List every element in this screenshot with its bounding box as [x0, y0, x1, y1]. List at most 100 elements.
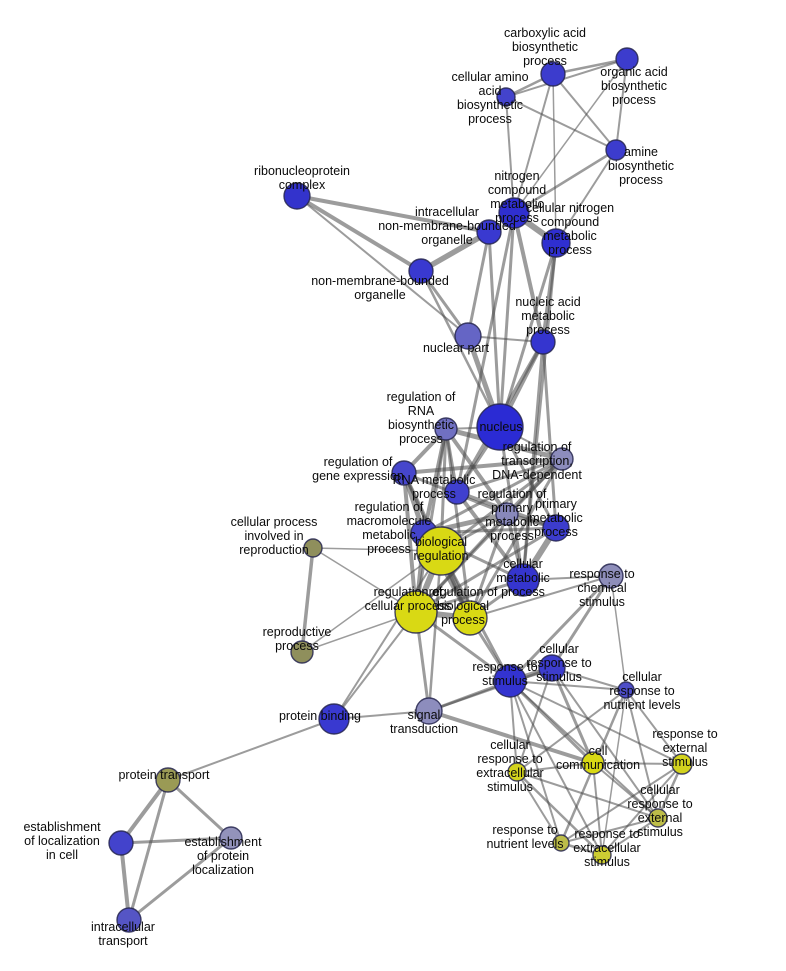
node-cellular-metabolic[interactable]: [506, 563, 540, 597]
node-establishment-localization-cell[interactable]: [108, 830, 134, 856]
edge-reg-gene-expression--reg-cellular-process: [402, 471, 418, 614]
edge-biological-regulation--reproductive-process: [301, 550, 442, 653]
node-response-chemical[interactable]: [598, 563, 624, 589]
node-response-external[interactable]: [671, 753, 693, 775]
node-response-stimulus[interactable]: [493, 664, 527, 698]
node-layer: [108, 47, 693, 933]
edge-protein-transport--establishment-localization-cell: [119, 778, 170, 845]
edge-cellular-response-nutrient--cellular-response-extracellular: [516, 689, 627, 773]
label-nucleus: nucleus: [479, 420, 522, 434]
edge-rna-metabolic--cellular-metabolic: [455, 490, 525, 582]
node-nucleus[interactable]: [476, 403, 524, 451]
edge-response-stimulus--response-external: [509, 680, 683, 765]
edge-establishment-localization-cell--establishment-protein-localization: [119, 836, 233, 845]
node-reproductive-process[interactable]: [290, 640, 314, 664]
node-nitrogen-compound[interactable]: [498, 197, 530, 229]
node-reg-cellular-process[interactable]: [394, 590, 438, 634]
node-carboxylic-acid[interactable]: [540, 61, 566, 87]
edge-nitrogen-compound--rna-metabolic: [455, 211, 516, 494]
node-cellular-response-nutrient[interactable]: [617, 681, 635, 699]
node-primary-metabolic[interactable]: [542, 514, 570, 542]
node-organic-acid[interactable]: [615, 47, 639, 71]
edge-response-external--response-extracellular: [601, 763, 683, 856]
node-reg-rna-biosynthetic[interactable]: [434, 417, 458, 441]
node-biological-regulation[interactable]: [416, 526, 466, 576]
node-cellular-response-extracellular[interactable]: [507, 762, 527, 782]
edge-reg-cellular-process--protein-binding: [333, 611, 417, 720]
edge-cellular-response-extracellular--response-extracellular: [515, 770, 604, 857]
node-nuclear-part[interactable]: [454, 322, 482, 350]
node-cellular-process-reproduction[interactable]: [303, 538, 323, 558]
node-rna-metabolic[interactable]: [444, 479, 470, 505]
edge-cellular-response-stimulus--cellular-response-extracellular: [516, 667, 553, 773]
node-nucleic-acid[interactable]: [530, 329, 556, 355]
edge-cell-communication--signal-transduction: [427, 709, 595, 765]
node-response-nutrient[interactable]: [552, 834, 570, 852]
edge-nmbo--nucleus: [419, 269, 502, 429]
node-reg-primary-metabolic[interactable]: [495, 502, 519, 526]
edge-organic-acid--cellular-amino-acid: [505, 58, 628, 98]
node-cellular-nitrogen[interactable]: [541, 228, 571, 258]
node-reg-transcription[interactable]: [550, 447, 574, 471]
node-signal-transduction[interactable]: [415, 697, 443, 725]
node-cellular-response-stimulus[interactable]: [538, 654, 566, 682]
edge-cellular-response-extracellular--cellular-response-external: [516, 771, 659, 819]
edge-carboxylic-acid--nitrogen-compound: [513, 73, 554, 214]
node-reg-biological-process[interactable]: [452, 600, 488, 636]
edge-cellular-amino-acid--amine: [505, 96, 617, 151]
node-cellular-amino-acid[interactable]: [496, 87, 516, 107]
node-amine[interactable]: [605, 139, 627, 161]
node-response-extracellular[interactable]: [592, 845, 612, 865]
node-intracellular-nmbo[interactable]: [476, 219, 502, 245]
edge-primary-metabolic--reg-cellular-process: [414, 526, 558, 614]
node-protein-transport[interactable]: [155, 767, 181, 793]
node-reg-gene-expression[interactable]: [391, 460, 417, 486]
node-ribonucleoprotein-complex[interactable]: [283, 182, 311, 210]
edge-cell-communication--cellular-response-external: [592, 762, 659, 819]
node-cellular-response-external[interactable]: [648, 808, 668, 828]
edge-response-stimulus--response-nutrient: [509, 680, 562, 844]
edge-amine--cellular-nitrogen: [555, 149, 617, 244]
edge-establishment-localization-cell--intracellular-transport: [119, 841, 131, 922]
label-nuclear-part: nuclear part: [423, 341, 490, 355]
edge-reg-transcription--reg-gene-expression: [402, 457, 564, 475]
edge-nitrogen-compound--nucleic-acid: [512, 211, 545, 344]
edge-response-nutrient--cellular-response-external: [560, 817, 659, 844]
node-protein-binding[interactable]: [318, 703, 350, 735]
node-cell-communication[interactable]: [581, 751, 605, 775]
edge-cell-communication--response-extracellular: [592, 762, 603, 856]
edge-protein-transport--intracellular-transport: [127, 778, 170, 922]
edge-cellular-response-stimulus--signal-transduction: [427, 666, 554, 713]
edge-protein-binding--signal-transduction: [333, 710, 430, 720]
node-nmbo[interactable]: [408, 258, 434, 284]
node-intracellular-transport[interactable]: [116, 907, 142, 933]
edge-cellular-response-extracellular--response-nutrient: [516, 771, 562, 844]
edge-response-chemical--response-stimulus: [508, 574, 613, 683]
node-establishment-protein-localization[interactable]: [219, 826, 243, 850]
edge-cellular-response-nutrient--response-external: [625, 689, 683, 765]
edge-nitrogen-compound--nucleus: [498, 211, 516, 429]
edge-response-chemical--cellular-response-stimulus: [550, 574, 613, 670]
edge-cellular-nitrogen--nucleus: [498, 241, 558, 429]
